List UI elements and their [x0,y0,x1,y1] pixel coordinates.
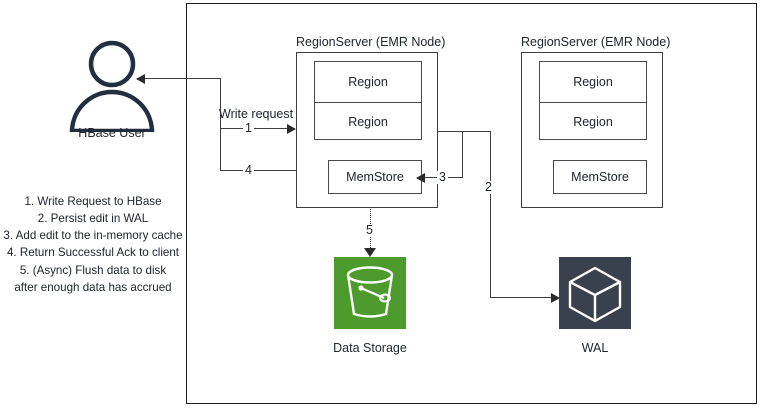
connector-step1-line [220,128,288,130]
connector-step2-number: 2 [483,180,494,194]
user-person-icon [69,40,155,134]
regionserver-1-regions-group: Region Region [314,61,422,140]
wal-label: WAL [581,341,609,355]
connector-user-branch-vertical [220,78,222,170]
hbase-user-label: HBase User [78,126,146,140]
outer-container-box [186,3,757,404]
s3-bucket-icon [346,266,394,318]
regionserver-2-memstore: MemStore [553,160,647,194]
steps-legend: 1. Write Request to HBase 2. Persist edi… [2,193,184,296]
wal-icon-tile [559,257,631,329]
regionserver-2-region-2: Region [540,101,646,142]
hbase-user-actor [62,40,162,134]
legend-line-6: after enough data has accrued [14,280,172,294]
connector-step4-line [220,170,297,172]
connector-step5-number: 5 [364,223,375,237]
connector-step3-vertical [462,131,464,178]
regionserver-1-region-2: Region [315,101,421,142]
data-storage-label: Data Storage [333,341,407,355]
connector-step3-number: 3 [437,170,448,184]
connector-step5-arrowhead [364,248,376,257]
legend-line-3: 3. Add edit to the in-memory cache [3,229,183,243]
connector-step1-arrowhead [287,123,296,134]
connector-step3-arrowhead [416,172,425,183]
data-storage-icon-tile [334,257,406,329]
connector-step4-number: 4 [243,163,254,177]
regionserver-2-region-1: Region [573,74,613,89]
connector-step2-vertical [490,131,492,298]
regionserver-1-memstore: MemStore [328,160,422,194]
write-request-label: Write request [219,107,294,121]
regionserver-1-box [296,52,438,208]
legend-line-5: 5. (Async) Flush data to disk [19,263,167,277]
connector-step2-line [490,297,552,299]
legend-line-1: 1. Write Request to HBase [24,195,162,208]
connector-step4-return-line [137,78,221,80]
connector-junction-top-line [438,131,491,133]
legend-line-4: 4. Return Successful Ack to client [6,246,180,260]
regionserver-1-title: RegionServer (EMR Node) [296,35,446,49]
connector-step4-arrowhead [136,73,145,84]
cube-icon [568,266,622,323]
connector-step2-arrowhead [551,292,560,303]
regionserver-1-region-1: Region [348,74,388,89]
regionserver-2-title: RegionServer (EMR Node) [521,35,671,49]
legend-line-2: 2. Persist edit in WAL [37,212,149,226]
connector-step1-number: 1 [243,121,254,135]
regionserver-2-box [521,52,663,208]
regionserver-2-regions-group: Region Region [539,61,647,140]
